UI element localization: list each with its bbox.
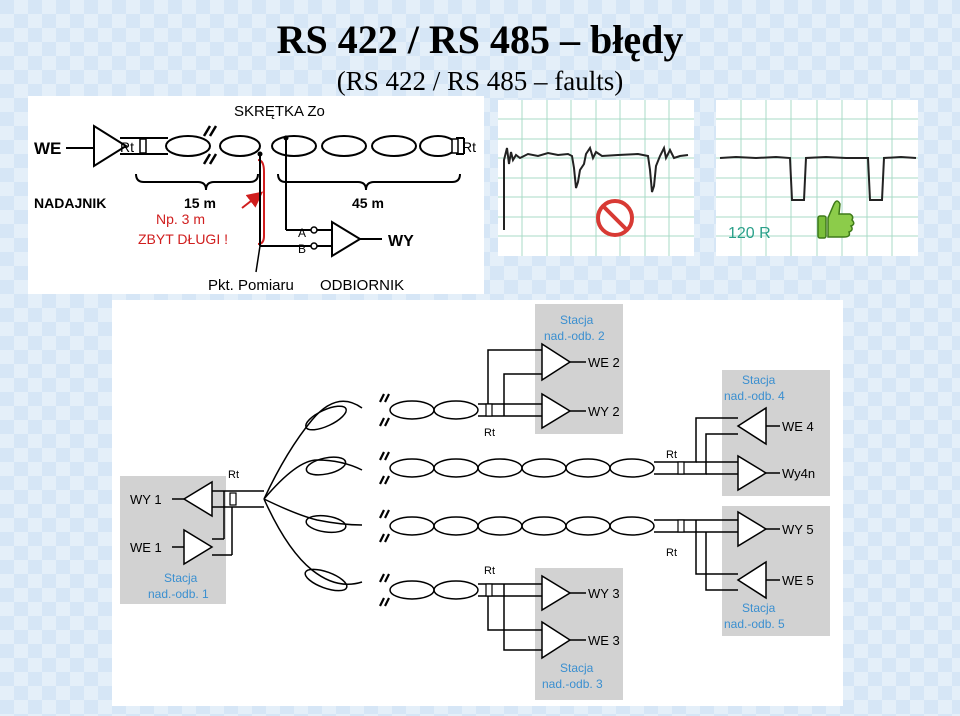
station-4-name-line2: nad.-odb. 4: [724, 389, 785, 403]
label-120r: 120 R: [728, 225, 771, 242]
terminator-3: [485, 583, 493, 597]
page-subtitle: (RS 422 / RS 485 – faults): [336, 66, 624, 96]
station-5: WY 5 WE 5 Stacja nad.-odb. 5: [724, 510, 814, 631]
line-length-diagram: WE Rt Rt SKRĘTKA Zo NADAJNIK 15 m 45 m N…: [28, 96, 484, 294]
label-nadajnik: NADAJNIK: [34, 195, 106, 211]
twisted-pair-branches: [263, 400, 684, 600]
label-a: A: [298, 226, 306, 240]
station-2-name-line2: nad.-odb. 2: [544, 329, 605, 343]
terminator-1: [229, 492, 237, 506]
prohibited-icon: [596, 199, 634, 237]
oscilloscope-bad: [498, 100, 694, 256]
label-15m: 15 m: [184, 195, 216, 211]
signal-trace-good: [719, 155, 917, 201]
station-4: WE 4 Wy4n Stacja nad.-odb. 4: [724, 373, 815, 492]
rt-label-1: Rt: [228, 469, 239, 481]
station-3-name-line1: Stacja: [560, 661, 594, 675]
rt-label-2: Rt: [484, 427, 495, 439]
driver-amplifier: [93, 124, 128, 168]
label-rt-right: Rt: [462, 139, 476, 155]
stub-brace: [257, 159, 265, 245]
break-mark: [202, 125, 218, 165]
station-2-wy-label: WY 2: [588, 404, 620, 419]
station-2-name-line1: Stacja: [560, 313, 594, 327]
label-we: WE: [34, 139, 61, 158]
label-45m: 45 m: [352, 195, 384, 211]
station-5-wy-label: WY 5: [782, 522, 814, 537]
station-3-name-line2: nad.-odb. 3: [542, 677, 603, 691]
twisted-pair: [165, 135, 457, 157]
label-skretka: SKRĘTKA Zo: [234, 103, 325, 120]
brace-15m: [135, 173, 259, 191]
rt-label-3: Rt: [484, 565, 495, 577]
station-3-we-label: WE 3: [588, 633, 620, 648]
break-marks: [379, 393, 390, 607]
thumbs-up-icon: [817, 200, 855, 239]
label-wy: WY: [388, 233, 414, 250]
station-1: WY 1 WE 1 Stacja nad.-odb. 1: [130, 480, 214, 601]
label-zbyt-dlugi: ZBYT DŁUGI !: [138, 231, 228, 247]
label-b: B: [298, 242, 306, 256]
label-pkt-pomiaru: Pkt. Pomiaru: [208, 277, 294, 294]
rt-label-5: Rt: [666, 547, 677, 559]
station-5-name-line1: Stacja: [742, 601, 776, 615]
station-1-name-line2: nad.-odb. 1: [148, 587, 209, 601]
brace-45m: [277, 173, 461, 191]
terminator-5: [677, 519, 685, 533]
terminator-right: [451, 138, 459, 154]
label-rt-left: Rt: [120, 139, 134, 155]
station-3-wy-label: WY 3: [588, 586, 620, 601]
station-3: WY 3 WE 3 Stacja nad.-odb. 3: [541, 574, 620, 691]
label-np3m: Np. 3 m: [156, 211, 205, 227]
station-1-name-line1: Stacja: [164, 571, 198, 585]
station-1-wy-label: WY 1: [130, 492, 162, 507]
network-diagram: WY 1 WE 1 Stacja nad.-odb. 1 Rt: [112, 300, 843, 706]
stub-arrow: [241, 191, 264, 209]
terminator-4: [677, 461, 685, 475]
station-2: WE 2 WY 2 Stacja nad.-odb. 2: [541, 313, 620, 430]
station-4-name-line1: Stacja: [742, 373, 776, 387]
station-5-name-line2: nad.-odb. 5: [724, 617, 785, 631]
station-2-we-label: WE 2: [588, 355, 620, 370]
receiver-amplifier: [331, 220, 362, 258]
station-1-we-label: WE 1: [130, 540, 162, 555]
oscilloscope-good: 120 R: [716, 100, 918, 256]
terminator-left: [139, 138, 147, 154]
page-title: RS 422 / RS 485 – błędy: [276, 17, 684, 62]
signal-trace-bad: [503, 144, 689, 230]
label-odbiornik: ODBIORNIK: [320, 277, 404, 294]
station-5-we-label: WE 5: [782, 573, 814, 588]
station-4-wy-label: Wy4n: [782, 466, 815, 481]
rt-label-4: Rt: [666, 449, 677, 461]
terminator-2: [485, 403, 493, 417]
station-4-we-label: WE 4: [782, 419, 814, 434]
